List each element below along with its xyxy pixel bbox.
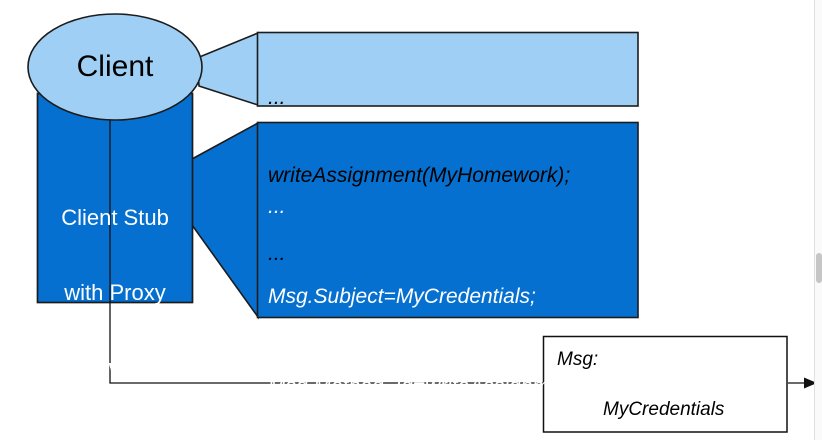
code-line: Msg.Method_Id=writeAssignment_Id; xyxy=(268,375,615,398)
client-ellipse xyxy=(27,13,203,121)
message-box xyxy=(542,335,788,433)
stub-callout-box xyxy=(256,121,639,319)
vertical-scrollbar[interactable] xyxy=(814,0,822,440)
client-stub-line: with Proxy xyxy=(64,280,166,305)
msg-label: Msg: xyxy=(557,349,599,370)
msg-values: MyCredentials writeAssignment_Id MyHomew… xyxy=(603,347,769,440)
scrollbar-thumb[interactable] xyxy=(816,253,822,283)
arrowhead-icon xyxy=(804,377,817,389)
code-line: ... xyxy=(268,86,286,109)
stub-callout-tail xyxy=(191,121,259,320)
client-stub-box xyxy=(36,92,194,304)
code-line: ... xyxy=(268,242,286,265)
message-box-content: Msg: MyCredentials writeAssignment_Id My… xyxy=(557,347,782,440)
client-stub-line: (here without xyxy=(51,355,179,380)
client-stub-label: Client Stub with Proxy (here without PEP… xyxy=(37,155,193,440)
client-label: Client xyxy=(76,50,154,83)
call-callout-tail xyxy=(196,31,259,107)
client-stub-line: PEP and PDP) xyxy=(37,430,193,440)
msg-value: MyCredentials xyxy=(603,399,725,420)
client-stub-line: Client Stub xyxy=(61,205,169,230)
stub-code-block: ... Msg.Subject=MyCredentials; Msg.Metho… xyxy=(268,132,633,440)
call-code-block: ... writeAssignment(MyHomework); ... xyxy=(268,33,628,319)
code-line: Msg.Subject=MyCredentials; xyxy=(268,285,536,308)
code-line: ... xyxy=(268,195,286,218)
lifeline xyxy=(109,100,543,384)
code-line: writeAssignment(MyHomework); xyxy=(268,164,571,187)
call-callout-box xyxy=(256,31,639,107)
